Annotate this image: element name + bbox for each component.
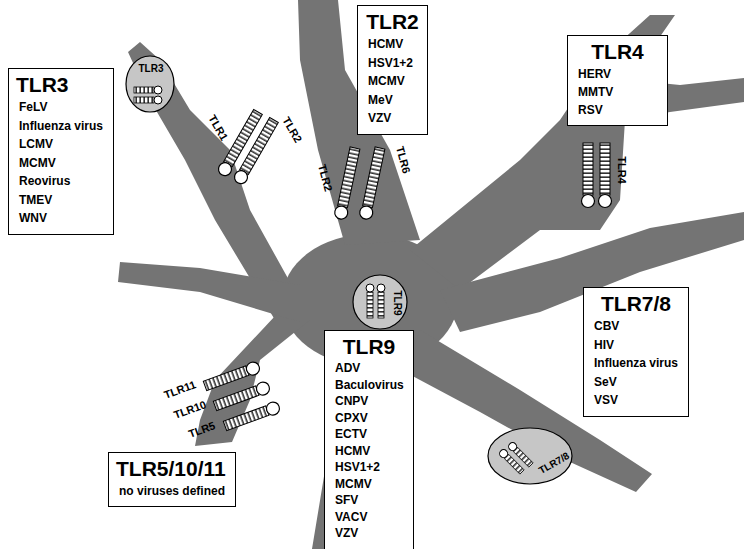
receptor-label: TLR2	[315, 163, 335, 193]
virus-name: MMTV	[575, 83, 660, 101]
virus-list-box: TLR9ADVBaculovirusCNPVCPXVECTVHCMVHSV1+2…	[324, 330, 414, 549]
receptor-label: TLR2	[279, 115, 304, 145]
virus-name: VACV	[332, 509, 406, 526]
receptor-heading: TLR3	[16, 72, 106, 98]
receptor-label: TLR7/8	[536, 449, 571, 477]
virus-name: LCMV	[16, 135, 106, 154]
virus-list-box: TLR7/8CBVHIVInfluenza virusSeVVSV	[583, 287, 689, 417]
receptor-label: TLR5	[187, 419, 217, 441]
virus-name: VSV	[591, 391, 681, 410]
receptor-heading: TLR9	[332, 334, 406, 360]
virus-name: VZV	[332, 525, 406, 542]
virus-name: MCMV	[332, 476, 406, 493]
virus-name: HSV1+2	[332, 459, 406, 476]
receptor-label: TLR11	[162, 378, 197, 402]
receptor-label: TLR9	[391, 291, 404, 316]
virus-name: WNV	[16, 209, 106, 228]
receptor-heading: TLR7/8	[591, 291, 681, 317]
receptor-heading: TLR2	[365, 9, 420, 35]
virus-name: HIV	[591, 336, 681, 355]
receptor-label: TLR1	[205, 113, 230, 143]
virus-name: HCMV	[365, 35, 420, 54]
virus-list-box: TLR3FeLVInfluenza virusLCMVMCMVReovirusT…	[8, 68, 114, 235]
virus-list-box: TLR2HCMVHSV1+2MCMVMeVVZV	[357, 5, 428, 135]
virus-name: VZV	[365, 109, 420, 128]
virus-name: Influenza virus	[591, 354, 681, 373]
virus-name: RSV	[575, 101, 660, 119]
virus-name: ECTV	[332, 426, 406, 443]
virus-list-box: TLR5/10/11no viruses defined	[108, 452, 236, 507]
virus-name: HSV1+2	[365, 54, 420, 73]
receptor-heading: TLR4	[575, 39, 660, 65]
virus-name: Baculovirus	[332, 377, 406, 394]
virus-name: CBV	[591, 317, 681, 336]
receptor-label: TLR3	[139, 62, 164, 75]
receptor-label: TLR4	[615, 156, 628, 184]
virus-name: TMEV	[16, 191, 106, 210]
virus-name: Influenza virus	[16, 117, 106, 136]
endosomes	[126, 56, 572, 484]
virus-name: Reovirus	[16, 172, 106, 191]
virus-name: CNPV	[332, 393, 406, 410]
virus-name: HCMV	[332, 443, 406, 460]
virus-name: ADV	[332, 360, 406, 377]
receptor-label: TLR6	[393, 145, 413, 175]
virus-name: SFV	[332, 492, 406, 509]
virus-name: HERV	[575, 65, 660, 83]
receptor-label: TLR10	[172, 398, 208, 422]
virus-name: CPXV	[332, 410, 406, 427]
virus-name: SeV	[591, 373, 681, 392]
receptor-heading: TLR5/10/11	[116, 456, 228, 482]
virus-list-box: TLR4HERVMMTVRSV	[567, 35, 668, 126]
virus-name: FeLV	[16, 98, 106, 117]
virus-name: MCMV	[16, 154, 106, 173]
virus-name: MeV	[365, 91, 420, 110]
virus-name: MCMV	[365, 72, 420, 91]
virus-name: no viruses defined	[116, 482, 228, 500]
